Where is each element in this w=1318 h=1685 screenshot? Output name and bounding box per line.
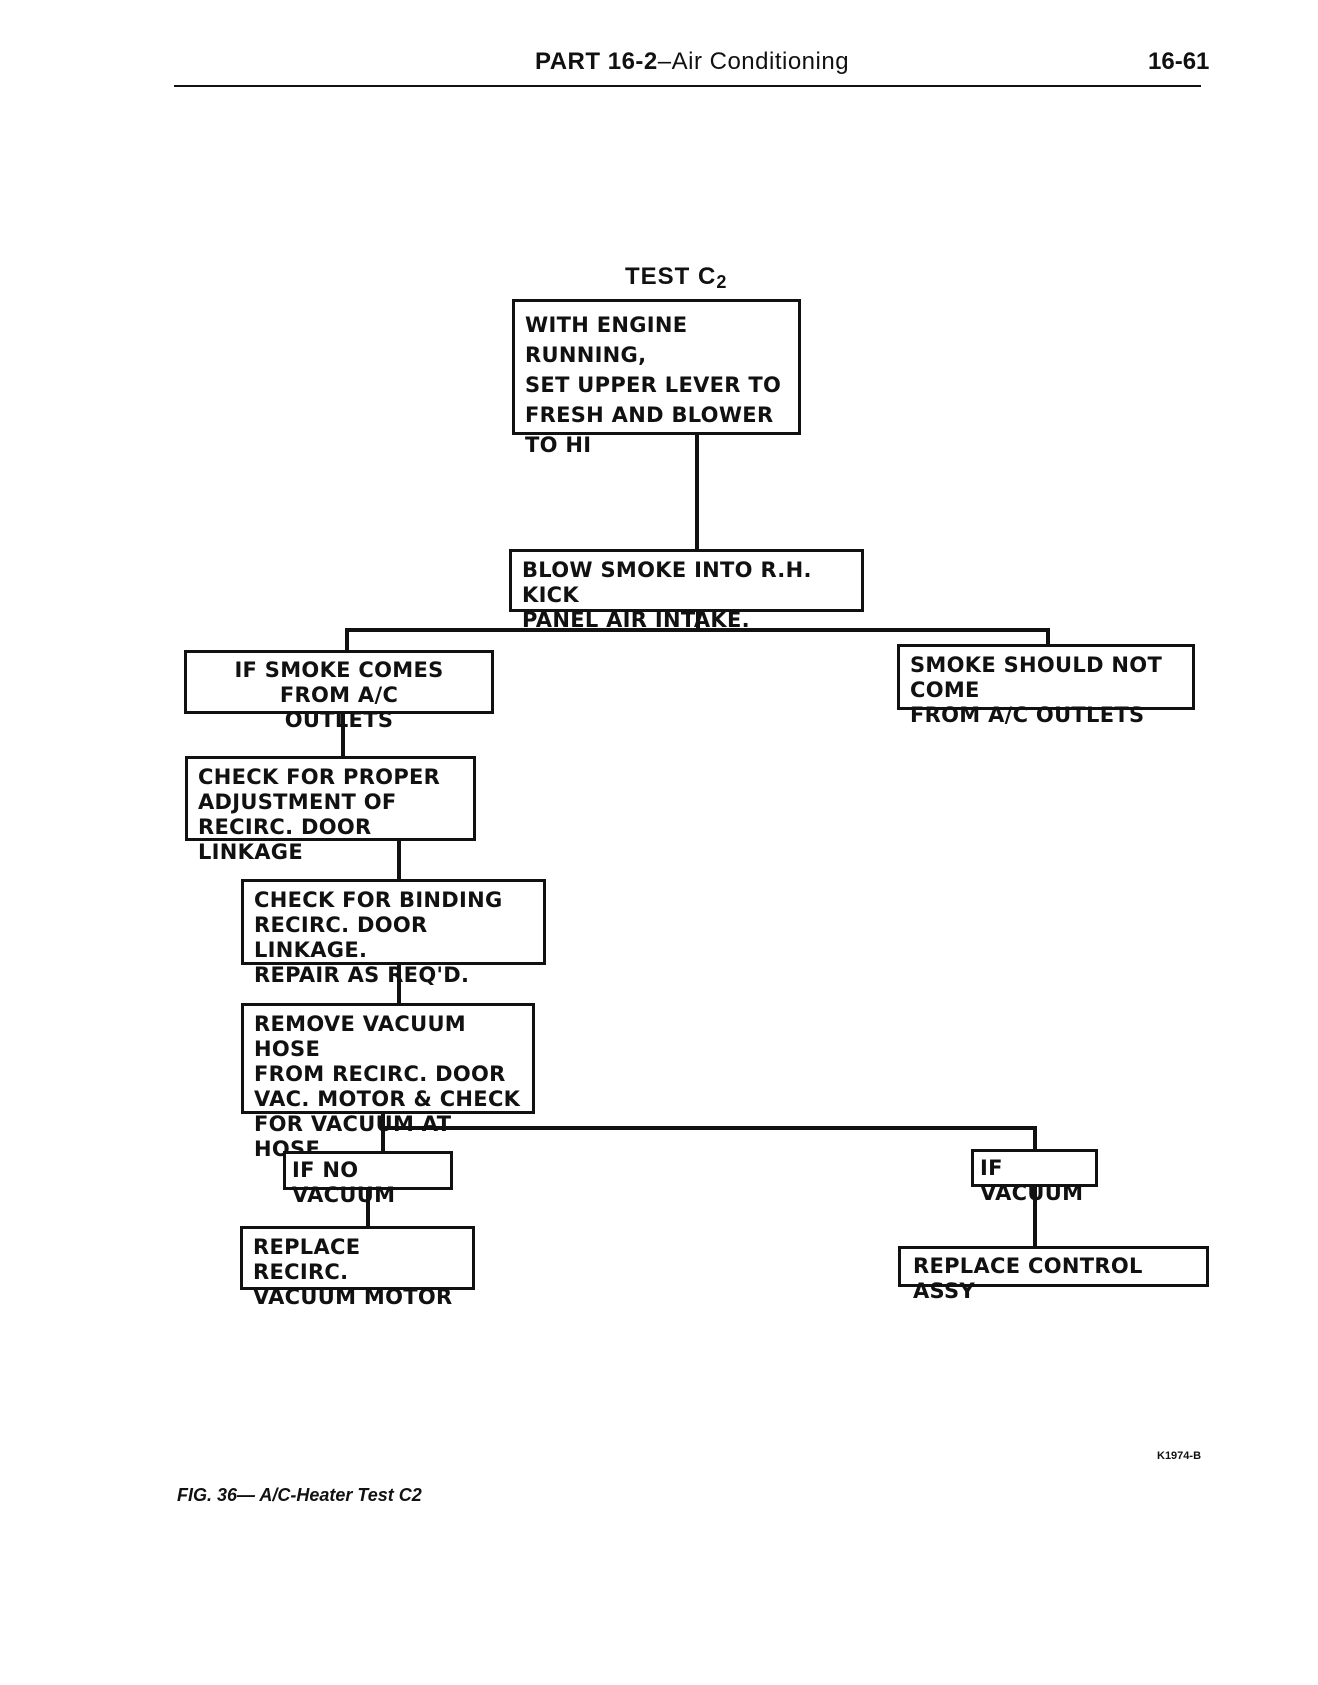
section-label: –Air Conditioning [657,48,850,75]
if-vacuum-box: IF VACUUM [971,1149,1098,1205]
test-title-text: TEST C [625,263,717,290]
connector-hose-to-split [381,1112,385,1154]
test-title: TEST C2 [625,263,727,293]
remove-hose-box: REMOVE VACUUM HOSE FROM RECIRC. DOOR VAC… [241,1003,535,1161]
test-title-subscript: 2 [716,272,728,292]
connector-vacuum-split-horizontal [381,1126,1037,1130]
connector-adjust-to-binding [397,838,401,880]
smoke-should-not-box: SMOKE SHOULD NOT COME FROM A/C OUTLETS [897,644,1195,727]
blow-smoke-box: BLOW SMOKE INTO R.H. KICK PANEL AIR INTA… [509,549,864,632]
connector-novacuum-to-replace [366,1188,370,1228]
replace-control-assy-box: REPLACE CONTROL ASSY [898,1246,1209,1303]
check-binding-box: CHECK FOR BINDING RECIRC. DOOR LINKAGE. … [241,879,546,987]
header-rule [174,85,1201,87]
connector-split-right-drop [1046,628,1050,646]
running-header-title: PART 16-2–Air Conditioning [535,48,849,76]
connector-vacuum-right-drop [1033,1126,1037,1152]
check-adjustment-box: CHECK FOR PROPER ADJUSTMENT OF RECIRC. D… [185,756,476,864]
connector-blow-to-split [696,609,700,631]
connector-ifsmoke-to-adjust [341,712,345,757]
connector-binding-to-hose [397,963,401,1005]
connector-split-horizontal [345,628,1050,632]
connector-start-to-blow [695,433,699,551]
figure-caption: FIG. 36— A/C-Heater Test C2 [177,1485,422,1505]
connector-split-left-drop [345,628,349,652]
page-number: 16-61 [1148,48,1210,75]
connector-vacuum-to-replace [1033,1185,1037,1248]
figure-id: K1974-B [1157,1450,1202,1462]
if-smoke-box: IF SMOKE COMES FROM A/C OUTLETS [184,650,494,732]
part-label: PART 16-2 [535,48,658,75]
replace-vacuum-motor-box: REPLACE RECIRC. VACUUM MOTOR [240,1226,475,1309]
start-step-box: WITH ENGINE RUNNING, SET UPPER LEVER TO … [512,299,801,457]
if-no-vacuum-box: IF NO VACUUM [283,1151,453,1207]
